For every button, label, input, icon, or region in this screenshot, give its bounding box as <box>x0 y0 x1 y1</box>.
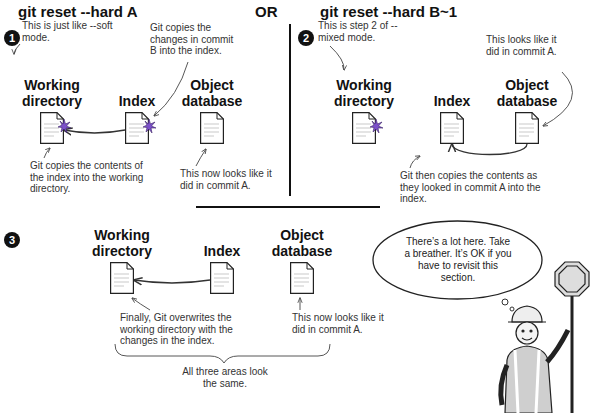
command-heading: git reset --hard A <box>18 3 137 21</box>
file-icon: Working directory <box>40 112 64 144</box>
area-heading: Index <box>192 244 252 259</box>
node-outline <box>125 112 149 144</box>
annotation-note: This looks like it did in commit A. <box>486 34 566 57</box>
node-outline <box>40 112 64 144</box>
callout-number: 3 <box>4 232 20 248</box>
annotation-note: Git copies the contents of the index int… <box>30 160 155 195</box>
annotation-note: All three areas look the same. <box>175 366 275 389</box>
annotation-note: Git then copies the contents as they loo… <box>400 170 542 205</box>
area-heading: Working directory <box>322 78 406 109</box>
area-heading: Working directory <box>80 228 164 259</box>
node-outline <box>290 262 314 294</box>
area-heading: Object database <box>490 78 564 109</box>
annotation-note: This is step 2 of --mixed mode. <box>318 20 410 43</box>
file-icon: Working directory <box>352 112 376 144</box>
callout-number: 1 <box>4 30 20 46</box>
annotation-note: This now looks like it did in commit A. <box>292 312 392 335</box>
node-outline <box>352 112 376 144</box>
node-outline <box>110 262 134 294</box>
copy-arrow <box>452 144 527 155</box>
divider-line <box>289 24 291 196</box>
area-heading: Object database <box>175 78 249 109</box>
file-icon: Object database <box>200 112 224 144</box>
file-icon: Index <box>210 262 234 294</box>
node-outline <box>515 112 539 144</box>
copy-arrow <box>64 130 125 133</box>
command-heading: OR <box>255 3 278 21</box>
divider-line <box>196 206 380 208</box>
copy-arrow <box>134 280 210 283</box>
node-outline <box>440 112 464 144</box>
file-icon: Working directory <box>110 262 134 294</box>
area-heading: Index <box>422 94 482 109</box>
area-heading: Index <box>107 94 167 109</box>
annotation-note: This is just like --soft mode. <box>22 20 117 43</box>
file-icon: Index <box>125 112 149 144</box>
leader-lines <box>14 44 572 363</box>
callout-number: 2 <box>298 30 314 46</box>
node-outline <box>210 262 234 294</box>
bubble-text: There’s a lot here. Take a breather. It’… <box>402 236 514 284</box>
annotation-note: Finally, Git overwrites the working dire… <box>120 312 265 347</box>
file-icon: Object database <box>290 262 314 294</box>
file-icon: Object database <box>515 112 539 144</box>
annotation-note: This now looks like it did in commit A. <box>180 168 285 191</box>
file-icon: Index <box>440 112 464 144</box>
area-heading: Working directory <box>10 78 94 109</box>
speech-bubble: There’s a lot here. Take a breather. It’… <box>372 220 543 300</box>
area-heading: Object database <box>265 228 339 259</box>
command-heading: git reset --hard B~1 <box>320 3 457 21</box>
node-outline <box>200 112 224 144</box>
annotation-note: Git copies the changes in commit B into … <box>150 22 242 57</box>
bubble-tail <box>502 299 514 311</box>
